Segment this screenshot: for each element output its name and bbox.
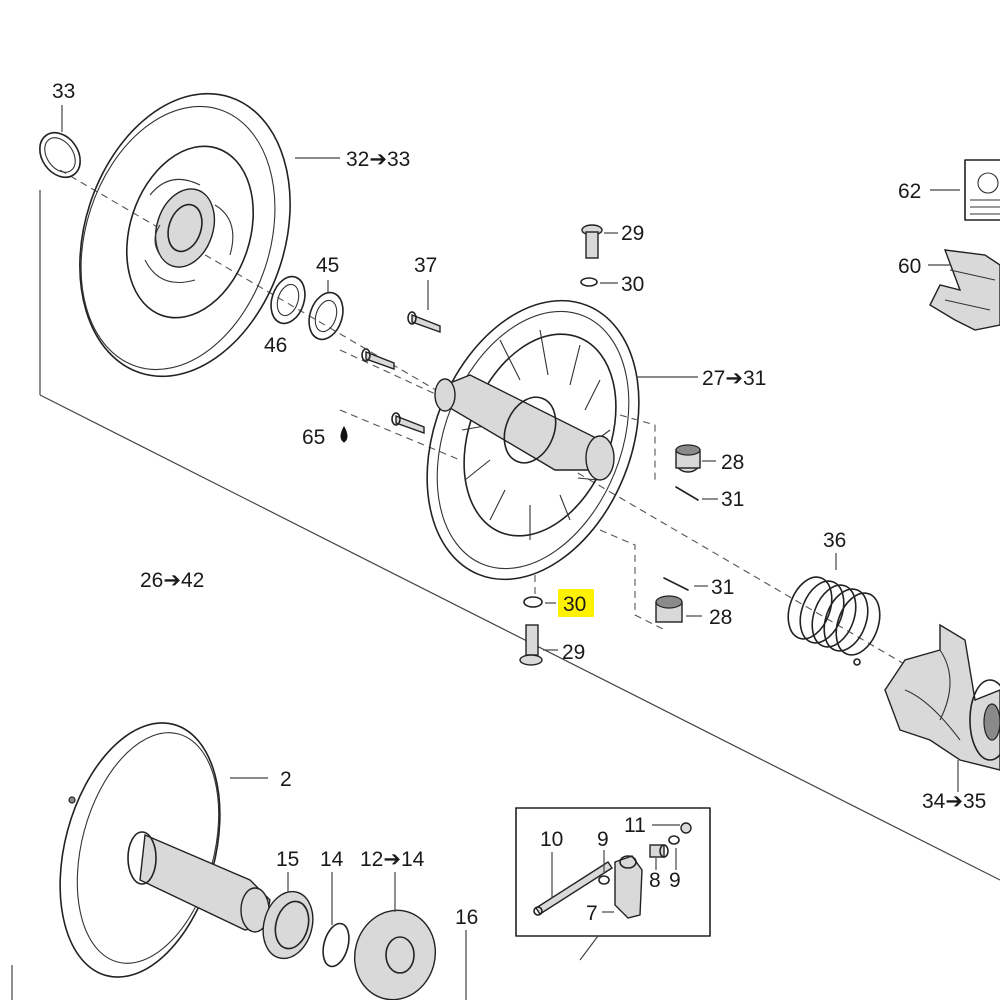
ring-14 [322, 872, 350, 968]
bracket-60 [928, 249, 1000, 331]
lubricant-drop-icon [340, 425, 348, 443]
label-14[interactable]: 14 [320, 848, 344, 871]
o-ring-30-bottom [523, 575, 556, 608]
inset-box [515, 807, 711, 961]
label-26-42[interactable]: 26➔42 [140, 569, 204, 592]
label-45[interactable]: 45 [316, 254, 339, 277]
movable-sheave-27 [426, 299, 698, 581]
label-32-33[interactable]: 32➔33 [346, 148, 410, 171]
roller-28-bottom [655, 595, 702, 623]
snap-ring-33 [39, 105, 81, 179]
label-29-top[interactable]: 29 [621, 222, 644, 245]
pin-31-mid [599, 529, 708, 631]
label-7[interactable]: 7 [586, 902, 598, 925]
bushing-15 [262, 872, 314, 960]
label-10[interactable]: 10 [540, 828, 563, 851]
label-11[interactable]: 11 [624, 814, 646, 837]
washer-46 [270, 275, 306, 325]
spring-36 [787, 553, 881, 666]
part-12 [353, 872, 437, 1000]
pins-37 [361, 280, 441, 434]
label-12-14[interactable]: 12➔14 [360, 848, 425, 871]
label-28-top[interactable]: 28 [721, 451, 744, 474]
o-ring-30-top [580, 277, 618, 287]
callout-labels: 33 32➔33 45 46 37 29 30 62 60 27➔31 65 2… [52, 80, 986, 929]
label-30-highlighted[interactable]: 30 [563, 593, 586, 616]
washer-45 [308, 280, 344, 341]
cam-34 [884, 623, 1000, 792]
label-9-left[interactable]: 9 [597, 828, 609, 851]
label-27-31[interactable]: 27➔31 [702, 367, 766, 390]
label-30-top[interactable]: 30 [621, 273, 644, 296]
warning-label-62 [930, 159, 1000, 221]
label-46[interactable]: 46 [264, 334, 287, 357]
label-31-mid[interactable]: 31 [711, 576, 734, 599]
label-28-bottom[interactable]: 28 [709, 606, 732, 629]
screw-29-top [581, 224, 618, 259]
label-29-bottom[interactable]: 29 [562, 641, 585, 664]
label-60[interactable]: 60 [898, 255, 921, 278]
highlight-marker [558, 589, 594, 617]
label-15[interactable]: 15 [276, 848, 299, 871]
label-8[interactable]: 8 [649, 869, 661, 892]
label-9-right[interactable]: 9 [669, 869, 681, 892]
drive-sheave-2 [59, 722, 271, 978]
label-36[interactable]: 36 [823, 529, 846, 552]
label-31-top[interactable]: 31 [721, 488, 744, 511]
label-37[interactable]: 37 [414, 254, 437, 277]
label-33[interactable]: 33 [52, 80, 75, 103]
label-16[interactable]: 16 [455, 906, 478, 929]
label-62[interactable]: 62 [898, 180, 921, 203]
label-34-35[interactable]: 34➔35 [922, 790, 986, 813]
assembly-frame [11, 190, 1000, 1000]
label-2[interactable]: 2 [280, 768, 292, 791]
fixed-sheave-32 [79, 92, 340, 378]
roller-28-top [619, 414, 716, 480]
pin-31-top [675, 486, 718, 501]
screw-29-bottom [519, 624, 558, 666]
label-65[interactable]: 65 [302, 426, 325, 449]
